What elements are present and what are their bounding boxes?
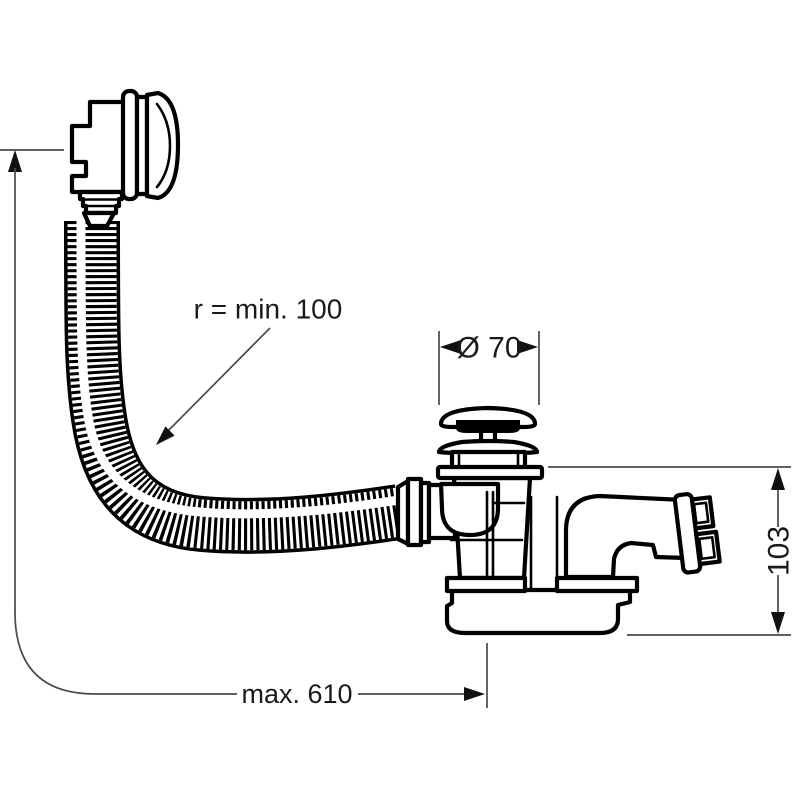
hose-body bbox=[67, 220, 403, 551]
dimension-outlet-height: 103 bbox=[548, 466, 796, 636]
radius-leader-line bbox=[163, 327, 271, 436]
arrowhead-right bbox=[464, 687, 485, 701]
hose-adapter-cone bbox=[81, 210, 117, 229]
outlet-height-label: 103 bbox=[763, 526, 796, 576]
arrowhead-to-hose bbox=[156, 426, 175, 445]
outlet-elbow bbox=[563, 493, 689, 580]
plug-diameter-label: Ø 70 bbox=[456, 332, 521, 365]
trap-collar-left bbox=[444, 575, 528, 594]
arrowhead-up bbox=[8, 150, 22, 172]
flexible-hose bbox=[64, 220, 404, 554]
arrowhead-up bbox=[771, 468, 785, 490]
connector-backplate bbox=[672, 492, 703, 575]
elbow-pipe bbox=[563, 493, 689, 580]
hose-inner-wall-strip bbox=[76, 220, 400, 519]
dimension-leader-curve bbox=[14, 168, 237, 695]
outlet-connector bbox=[672, 492, 722, 575]
waste-tee bbox=[426, 405, 559, 605]
overflow-housing bbox=[69, 99, 130, 195]
overflow-fitting bbox=[69, 88, 181, 229]
connector-gasket-lower-inner bbox=[697, 536, 716, 561]
max-hose-length-label: max. 610 bbox=[241, 679, 352, 709]
tub-flange bbox=[435, 464, 545, 481]
knob-dome-contour bbox=[155, 102, 172, 189]
trap-cup bbox=[444, 575, 640, 636]
arrowhead-down bbox=[771, 612, 785, 634]
dimension-plug-diameter: Ø 70 bbox=[438, 331, 540, 405]
rotary-knob-dome bbox=[144, 90, 181, 201]
dimension-hose-radius: r = min. 100 bbox=[156, 294, 343, 445]
tee-inner-weir bbox=[438, 481, 501, 538]
arrowhead-left bbox=[440, 340, 461, 354]
hose-drain-coupling bbox=[395, 476, 432, 548]
trap-collar-right bbox=[554, 575, 640, 594]
trap-cup-bowl bbox=[444, 587, 633, 636]
plug-seal-band bbox=[456, 420, 520, 433]
dimension-max-hose-length: max. 610 bbox=[0, 149, 488, 709]
overflow-locknut bbox=[77, 189, 125, 216]
hose-radius-label: r = min. 100 bbox=[194, 294, 343, 325]
arrowhead-right bbox=[517, 340, 538, 354]
